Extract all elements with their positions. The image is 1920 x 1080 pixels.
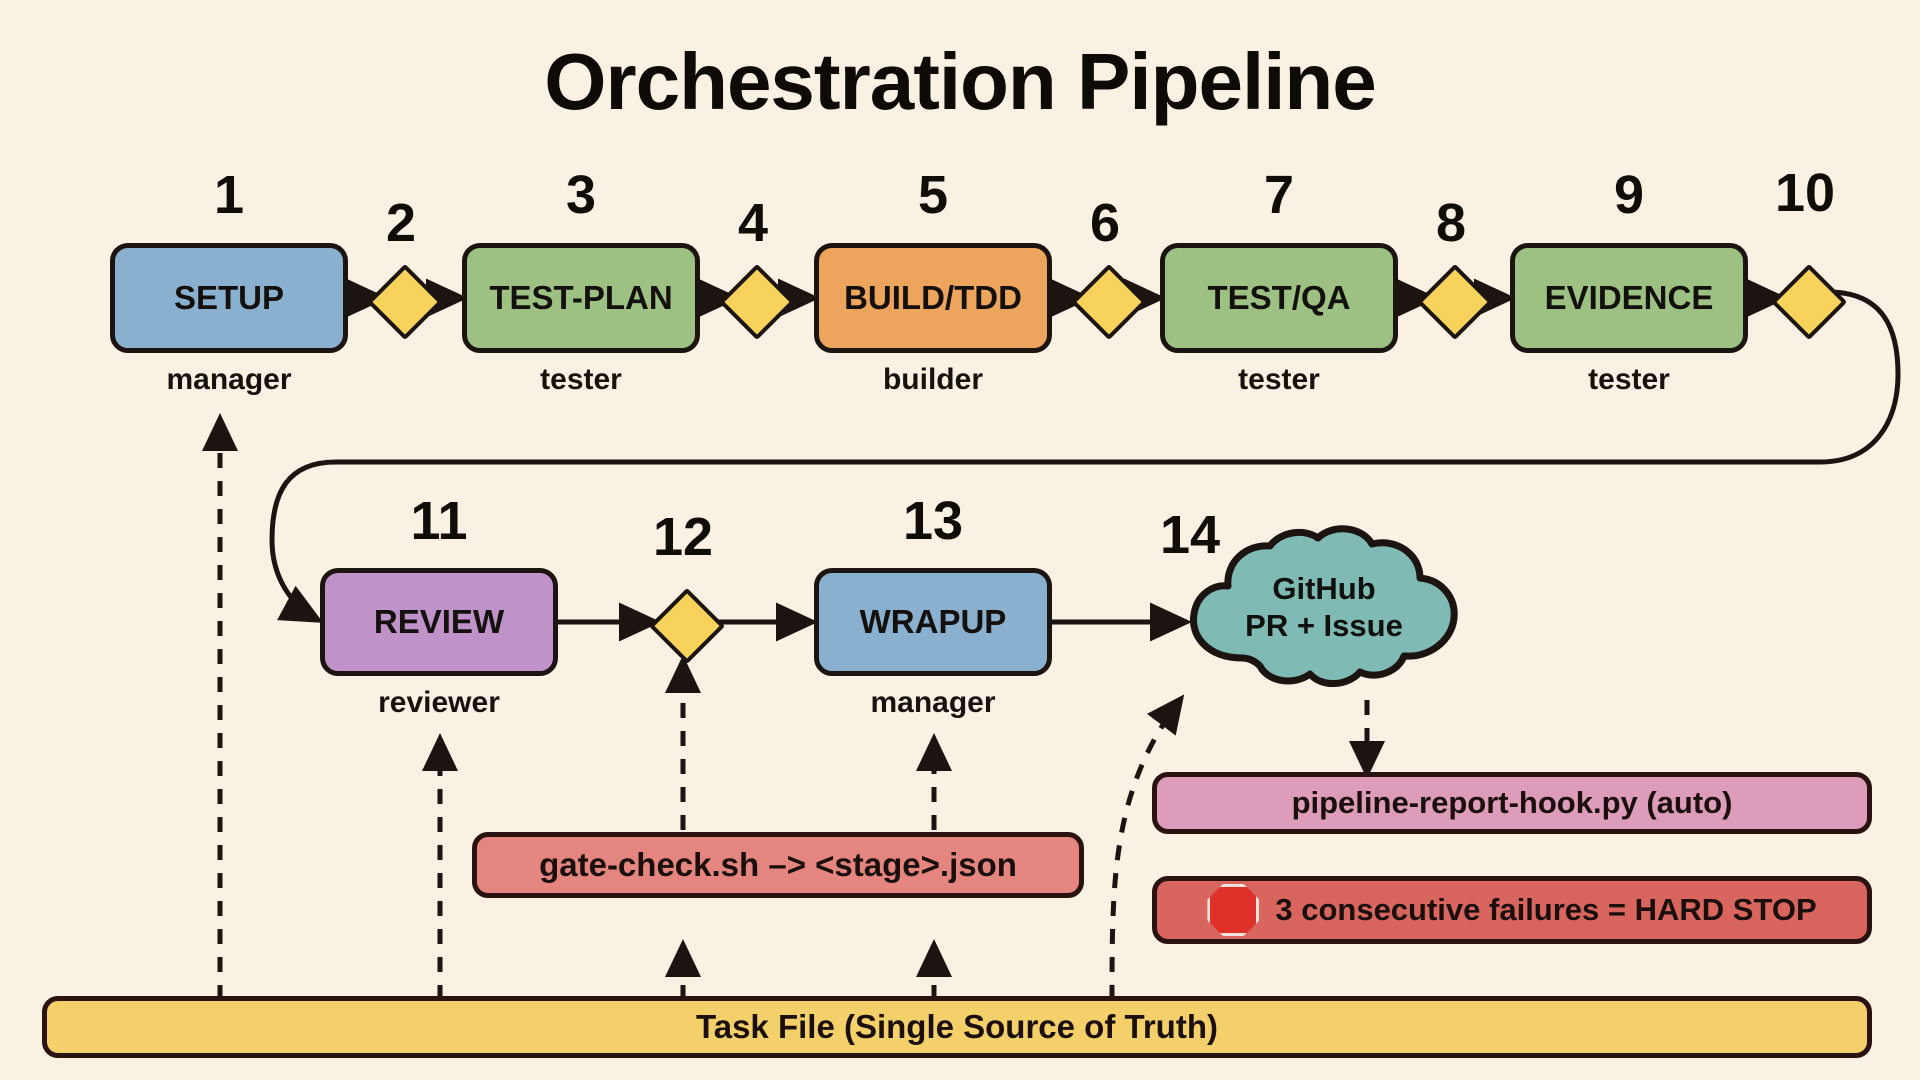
stage-wrapup-label: WRAPUP	[859, 602, 1007, 640]
step-number-6: 6	[1089, 193, 1121, 253]
stop-octagon-icon	[1207, 884, 1260, 936]
stage-build-tdd[interactable]: BUILD/TDD	[814, 243, 1052, 353]
stage-build-tdd-label: BUILD/TDD	[844, 278, 1022, 316]
dashed-taskfile-to-github	[1109, 694, 1185, 1001]
stage-test-plan-label: TEST-PLAN	[489, 278, 673, 316]
gate-check-box[interactable]: gate-check.sh –> <stage>.json	[472, 832, 1084, 898]
step-number-3: 3	[565, 165, 597, 225]
stage-evidence-label: EVIDENCE	[1544, 278, 1714, 316]
stage-setup[interactable]: SETUP	[110, 243, 348, 353]
gate-check-label: gate-check.sh –> <stage>.json	[539, 846, 1017, 883]
report-hook-label: pipeline-report-hook.py (auto)	[1291, 785, 1733, 820]
role-test-qa: tester	[1238, 363, 1320, 396]
task-file-label: Task File (Single Source of Truth)	[696, 1008, 1218, 1045]
step-number-13: 13	[902, 491, 964, 551]
github-cloud-line2: PR + Issue	[1245, 608, 1403, 643]
arrow-loop-gate10-to-review	[269, 289, 1901, 623]
report-hook-box[interactable]: pipeline-report-hook.py (auto)	[1152, 772, 1872, 834]
stage-setup-label: SETUP	[173, 278, 285, 316]
step-number-14: 14	[1159, 505, 1221, 565]
stage-evidence[interactable]: EVIDENCE	[1510, 243, 1748, 353]
role-evidence: tester	[1588, 363, 1670, 396]
task-file-bar[interactable]: Task File (Single Source of Truth)	[42, 996, 1872, 1058]
step-number-10: 10	[1774, 163, 1836, 223]
step-number-5: 5	[917, 165, 949, 225]
step-number-1: 1	[213, 165, 245, 225]
stage-review-label: REVIEW	[373, 602, 505, 640]
role-setup: manager	[166, 363, 292, 396]
step-number-7: 7	[1263, 165, 1295, 225]
step-number-9: 9	[1613, 165, 1645, 225]
step-number-12: 12	[652, 507, 714, 567]
role-test-plan: tester	[540, 363, 622, 396]
github-cloud-label[interactable]: GitHub PR + Issue	[1190, 555, 1458, 661]
hard-stop-box[interactable]: 3 consecutive failures = HARD STOP	[1152, 876, 1872, 944]
role-review: reviewer	[378, 686, 500, 719]
stage-test-qa-label: TEST/QA	[1207, 278, 1351, 316]
step-number-4: 4	[737, 193, 769, 253]
step-number-2: 2	[385, 193, 417, 253]
role-wrapup: manager	[870, 686, 996, 719]
stage-wrapup[interactable]: WRAPUP	[814, 568, 1052, 676]
stage-test-qa[interactable]: TEST/QA	[1160, 243, 1398, 353]
step-number-11: 11	[410, 491, 468, 551]
stage-review[interactable]: REVIEW	[320, 568, 558, 676]
page-title: Orchestration Pipeline	[544, 37, 1377, 126]
github-cloud-line1: GitHub	[1272, 571, 1376, 607]
role-build-tdd: builder	[882, 363, 983, 396]
hard-stop-label: 3 consecutive failures = HARD STOP	[1275, 892, 1817, 927]
step-number-8: 8	[1435, 193, 1467, 253]
stage-test-plan[interactable]: TEST-PLAN	[462, 243, 700, 353]
